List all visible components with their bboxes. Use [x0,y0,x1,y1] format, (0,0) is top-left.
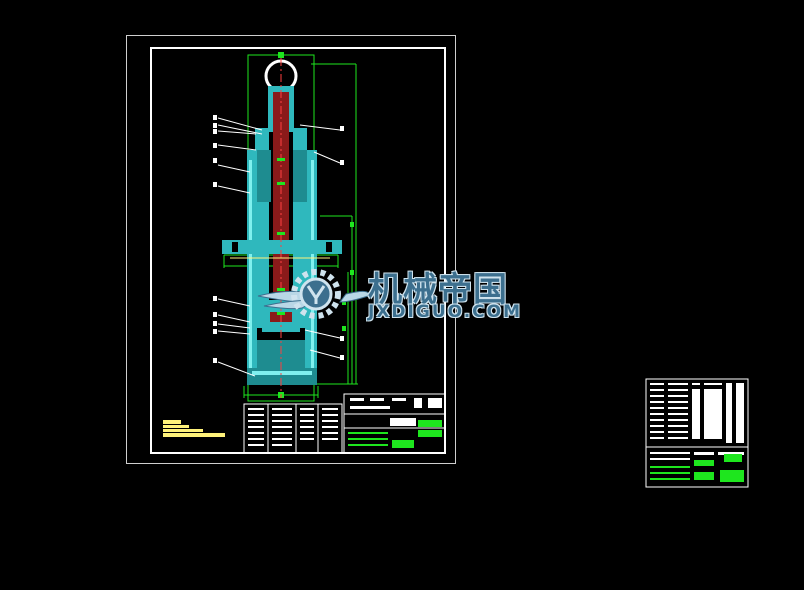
end-cap-highlight [252,371,312,375]
cylinder-assembly [222,58,342,398]
secondary-sheet [645,378,749,488]
part-number-marks [213,115,344,363]
mounting-flange [222,240,342,254]
seal-block-left [257,150,271,202]
flange-hole-right [326,242,332,252]
leader-lines [217,117,341,377]
watermark-title: 机械帝国 [368,270,508,310]
outer-sheet-frame [126,35,456,464]
end-cap [247,368,317,385]
seal-block-right [293,150,307,202]
gear-wings-icon [257,269,370,319]
parts-list-table [243,403,343,454]
yellow-legend-block [163,420,225,437]
flange-hole-left [232,242,238,252]
barrel-highlight-left [249,160,252,370]
title-block [343,393,446,454]
barrel-highlight-right [311,160,314,370]
seal-marks [277,158,285,315]
watermark-url: JXDIGUO.COM [368,302,523,322]
